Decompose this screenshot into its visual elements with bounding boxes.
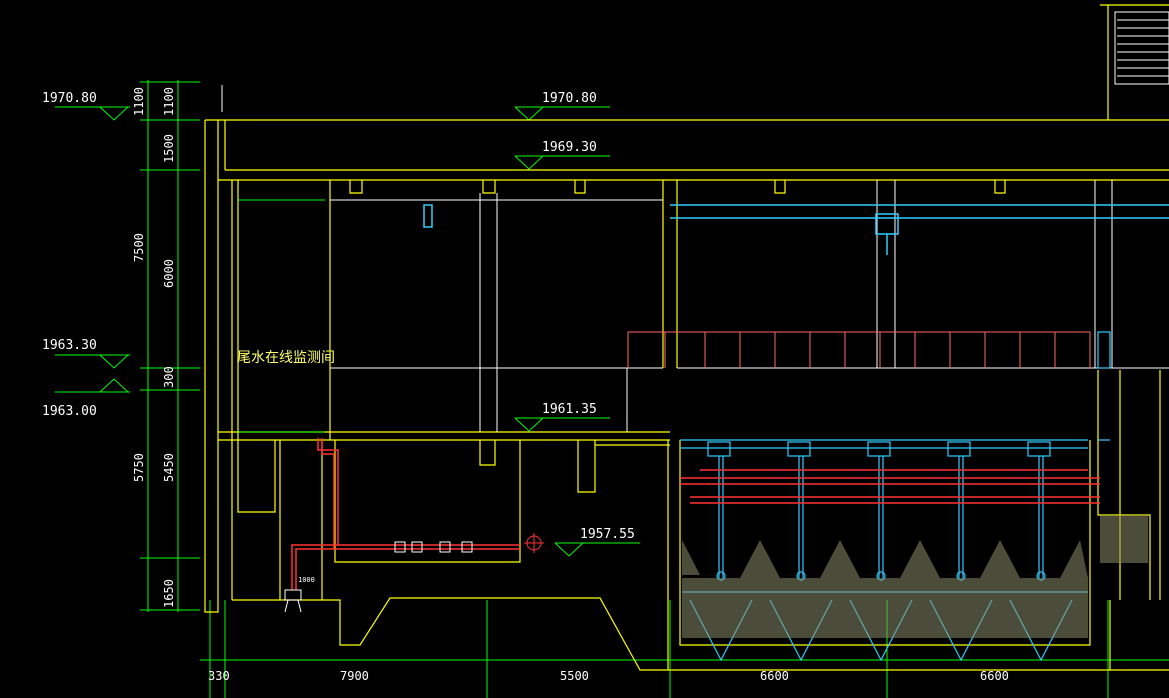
pipe-dim-label: 1000 xyxy=(298,576,315,584)
pipe-marker xyxy=(524,533,544,553)
dimension-lines xyxy=(55,80,1169,698)
dim-inner-3: 6000 xyxy=(162,259,176,288)
building-frame xyxy=(221,85,1169,432)
dim-h-3: 5500 xyxy=(560,669,589,683)
pipe-fittings xyxy=(284,541,473,613)
elevation-floor: 1961.35 xyxy=(542,402,597,417)
dim-inner-6: 1650 xyxy=(162,579,176,608)
dim-outer-2: 7500 xyxy=(132,233,146,262)
process-pipes xyxy=(291,438,1100,590)
structure-outline xyxy=(204,4,1169,671)
filter-media xyxy=(682,515,1148,638)
crane-beam xyxy=(423,204,1169,255)
dim-outer-1: 1100 xyxy=(132,87,146,116)
elevation-left-mid-upper: 1963.30 xyxy=(42,338,97,353)
dim-inner-5: 5450 xyxy=(162,453,176,482)
elevation-mid-top: 1970.80 xyxy=(542,91,597,106)
dim-outer-3: 5750 xyxy=(132,453,146,482)
dim-inner-2: 1500 xyxy=(162,134,176,163)
dim-inner-4: 300 xyxy=(162,366,176,388)
room-partition xyxy=(238,199,325,433)
dim-inner-1: 1100 xyxy=(162,87,176,116)
louvre-vent xyxy=(1114,11,1169,85)
handrail xyxy=(627,331,1091,368)
elevation-left-mid-lower: 1963.00 xyxy=(42,404,97,419)
dim-h-2: 7900 xyxy=(340,669,369,683)
room-label: 尾水在线监测间 xyxy=(237,350,335,366)
elevation-markers xyxy=(99,106,584,557)
dim-h-1: 330 xyxy=(208,669,230,683)
elevation-roof: 1969.30 xyxy=(542,140,597,155)
elevation-pipe: 1957.55 xyxy=(580,527,635,542)
dim-h-4: 6600 xyxy=(760,669,789,683)
dim-h-5: 6600 xyxy=(980,669,1009,683)
elevation-left-top: 1970.80 xyxy=(42,91,97,106)
